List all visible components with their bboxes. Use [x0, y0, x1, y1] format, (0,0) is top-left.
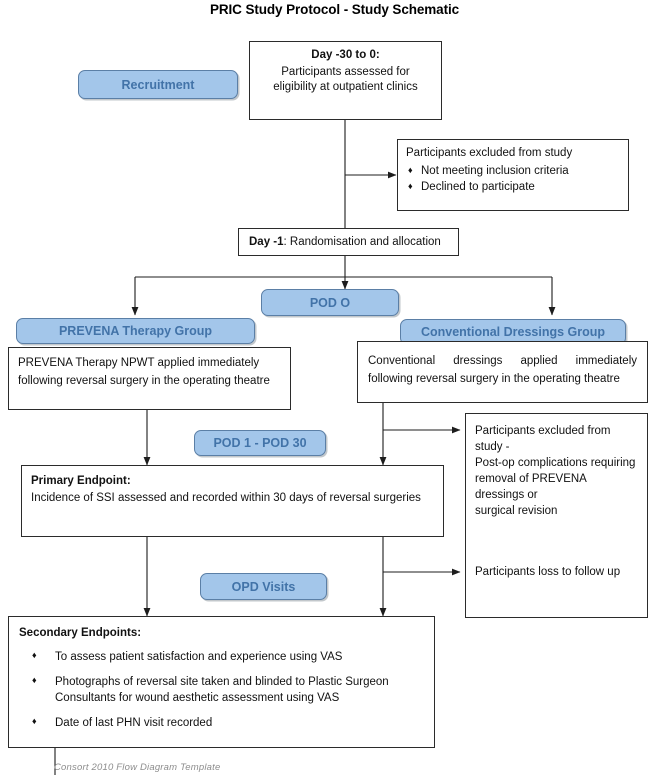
- spacer: [475, 520, 638, 564]
- excluded-screening-heading: Participants excluded from study: [406, 147, 573, 159]
- screening-line-2: eligibility at outpatient clinics: [273, 81, 418, 94]
- prevena-detail-box: PREVENA Therapy NPWT applied immediately…: [8, 347, 291, 410]
- diamond-bullet-icon: ♦: [32, 715, 37, 726]
- excluded-postop-text: Participants excluded from study - Post-…: [475, 423, 638, 520]
- secondary-endpoints-heading: Secondary Endpoints:: [19, 627, 142, 639]
- secondary-endpoint-item-3: Date of last PHN visit recorded: [55, 716, 213, 729]
- screening-box: Day -30 to 0: Participants assessed for …: [249, 41, 442, 120]
- footer-caption: Consort 2010 Flow Diagram Template: [54, 762, 221, 773]
- secondary-endpoint-item-2: Photographs of reversal site taken and b…: [55, 675, 389, 704]
- secondary-endpoint-item-1: To assess patient satisfaction and exper…: [55, 650, 343, 663]
- stage-pill-conventional-group[interactable]: Conventional Dressings Group: [400, 319, 626, 345]
- diamond-bullet-icon: ♦: [32, 649, 37, 660]
- excluded-screening-item-1: Not meeting inclusion criteria: [421, 164, 569, 177]
- stage-label-conventional-group: Conventional Dressings Group: [420, 325, 606, 339]
- excluded-postop-line-2: Post-op complications requiring: [475, 457, 636, 470]
- primary-endpoint-heading: Primary Endpoint:: [31, 475, 131, 487]
- excluded-postop-line-1: Participants excluded from study -: [475, 425, 611, 454]
- stage-label-prevena-group: PREVENA Therapy Group: [58, 324, 213, 338]
- screening-heading: Day -30 to 0:: [311, 49, 380, 61]
- excluded-screening-item-2: Declined to participate: [421, 181, 535, 194]
- stage-pill-opd-visits[interactable]: OPD Visits: [200, 573, 327, 600]
- excluded-postop-line-4: surgical revision: [475, 505, 558, 518]
- stage-label-pod0: POD O: [309, 295, 351, 310]
- screening-line-1: Participants assessed for: [281, 65, 410, 78]
- list-item: ♦ Declined to participate: [406, 180, 620, 196]
- page-title: PRIC Study Protocol - Study Schematic: [209, 2, 460, 17]
- stage-label-recruitment: Recruitment: [121, 77, 195, 92]
- secondary-endpoints-list: ♦ To assess patient satisfaction and exp…: [19, 649, 424, 731]
- primary-endpoint-body: Incidence of SSI assessed and recorded w…: [31, 492, 421, 505]
- stage-pill-prevena-group[interactable]: PREVENA Therapy Group: [16, 318, 255, 344]
- stage-label-pod1-pod30: POD 1 - POD 30: [213, 436, 307, 450]
- stage-pill-pod0[interactable]: POD O: [261, 289, 399, 316]
- excluded-postop-line-3: removal of PREVENA dressings or: [475, 473, 587, 502]
- diamond-bullet-icon: ♦: [408, 164, 413, 175]
- diamond-bullet-icon: ♦: [32, 674, 37, 685]
- primary-endpoint-box: Primary Endpoint: Incidence of SSI asses…: [21, 465, 444, 537]
- conventional-detail-text: Conventional dressings applied immediate…: [368, 355, 637, 386]
- randomisation-text: : Randomisation and allocation: [283, 236, 441, 248]
- list-item: ♦ Date of last PHN visit recorded: [19, 715, 424, 731]
- secondary-endpoints-box: Secondary Endpoints: ♦ To assess patient…: [8, 616, 435, 748]
- randomisation-day-label: Day -1: [249, 236, 284, 248]
- stage-label-opd-visits: OPD Visits: [231, 579, 296, 594]
- stage-pill-pod1-pod30[interactable]: POD 1 - POD 30: [194, 430, 326, 456]
- diamond-bullet-icon: ♦: [408, 181, 413, 192]
- randomisation-box: Day -1: Randomisation and allocation: [238, 228, 459, 256]
- list-item: ♦ To assess patient satisfaction and exp…: [19, 649, 424, 665]
- loss-to-follow-up-text: Participants loss to follow up: [475, 565, 621, 578]
- excluded-postop-box: Participants excluded from study - Post-…: [465, 413, 648, 618]
- excluded-screening-list: ♦ Not meeting inclusion criteria ♦ Decli…: [406, 164, 620, 196]
- conventional-detail-box: Conventional dressings applied immediate…: [357, 341, 648, 403]
- list-item: ♦ Not meeting inclusion criteria: [406, 164, 620, 180]
- prevena-detail-text: PREVENA Therapy NPWT applied immediately…: [18, 357, 270, 387]
- stage-pill-recruitment[interactable]: Recruitment: [78, 70, 238, 99]
- excluded-screening-box: Participants excluded from study ♦ Not m…: [397, 139, 629, 211]
- list-item: ♦ Photographs of reversal site taken and…: [19, 674, 424, 706]
